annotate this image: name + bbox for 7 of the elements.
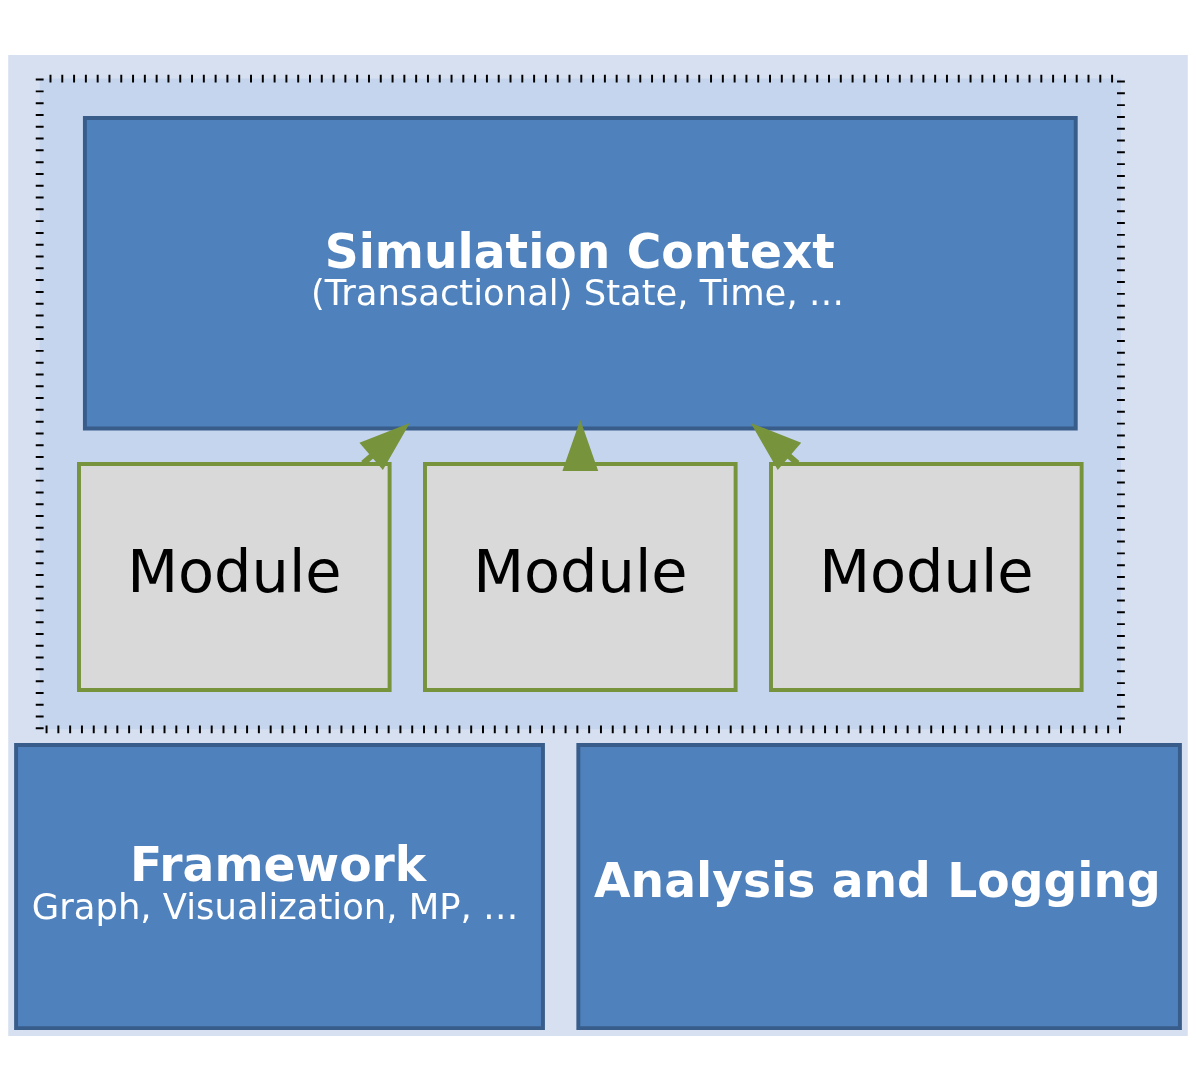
node-box: Analysis and Logging [576,742,1182,1030]
node-box: Module [77,461,392,692]
node-box: Simulation Context (Transactional) State, Time, … [82,115,1078,430]
node-box: Module [769,461,1084,692]
cluster [35,74,1125,733]
node-box: Framework Graph, Visualization, MP, … [14,742,545,1030]
arrow [562,419,599,471]
